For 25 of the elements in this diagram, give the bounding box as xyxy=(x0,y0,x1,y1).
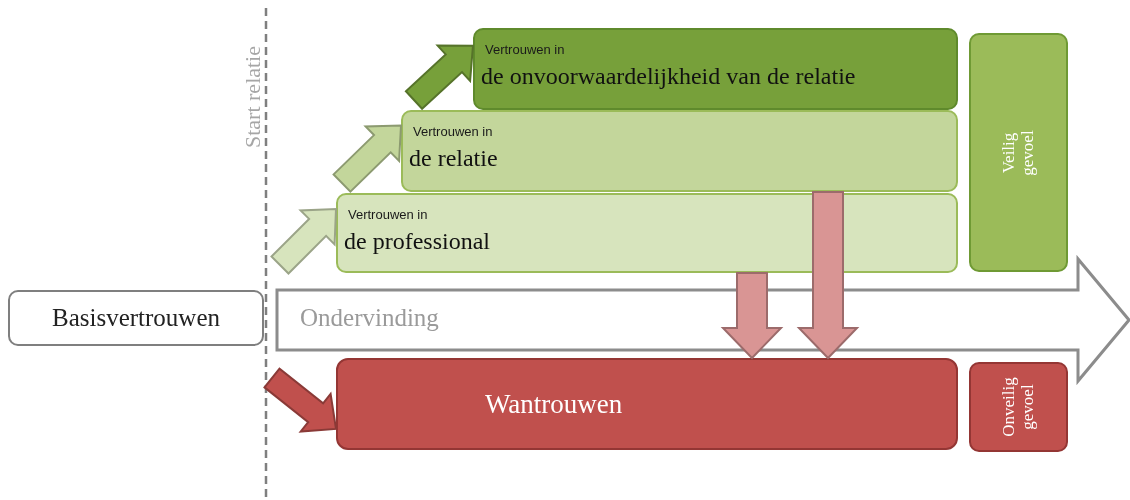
box-text: de relatie xyxy=(409,145,498,172)
rounded-box xyxy=(969,362,1068,452)
rounded-box xyxy=(8,290,264,346)
heading-text: Vertrouwen in xyxy=(348,207,428,222)
heading-text: Vertrouwen in xyxy=(413,124,493,139)
block-arrow xyxy=(404,44,475,111)
vertical-label: Start relatie xyxy=(240,45,266,150)
vertical-text: Veilig gevoel xyxy=(999,128,1038,178)
block-arrow xyxy=(720,272,784,360)
arrow-text: Ondervinding xyxy=(300,304,439,332)
vertical-text: Onveilig gevoel xyxy=(999,376,1038,439)
box-text: de onvoorwaardelijkheid van de relatie xyxy=(481,63,856,90)
heading-text: Vertrouwen in xyxy=(485,42,565,57)
rounded-box xyxy=(336,358,958,450)
rounded-box xyxy=(401,110,958,192)
block-arrow xyxy=(270,207,338,275)
block-arrow xyxy=(263,367,338,433)
rounded-box xyxy=(473,28,958,110)
block-arrow xyxy=(332,124,403,193)
rounded-box xyxy=(969,33,1068,272)
block-arrow xyxy=(796,191,860,360)
rounded-box xyxy=(336,193,958,273)
box-text: Wantrouwen xyxy=(485,388,623,420)
box-text: de professional xyxy=(344,228,490,255)
box-text: Basisvertrouwen xyxy=(52,304,220,332)
